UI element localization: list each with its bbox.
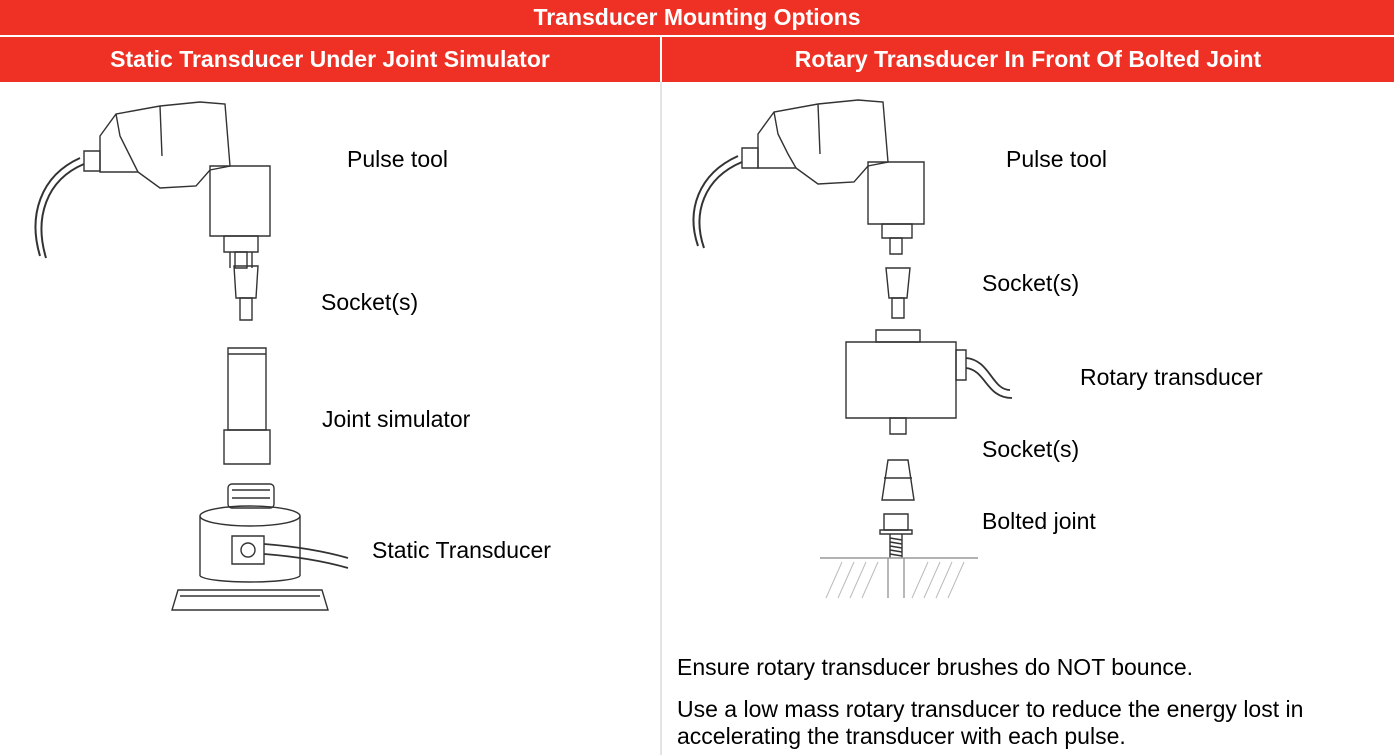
socket-illustration-bottom — [878, 458, 918, 504]
socket-illustration-top — [880, 264, 916, 322]
socket-illustration — [228, 262, 264, 324]
left-label-static-transducer: Static Transducer — [372, 537, 551, 563]
pulse-tool-illustration — [20, 96, 280, 271]
bolted-joint-illustration — [818, 512, 980, 600]
static-transducer-illustration — [170, 480, 350, 616]
right-note-low-mass: Use a low mass rotary transducer to redu… — [677, 696, 1304, 749]
left-label-pulse-tool: Pulse tool — [347, 146, 449, 172]
right-column-heading: Rotary Transducer In Front Of Bolted Joi… — [662, 37, 1394, 82]
rotary-transducer-illustration — [840, 328, 1060, 446]
right-label-sockets-bottom: Socket(s) — [982, 436, 1080, 462]
right-label-pulse-tool: Pulse tool — [1006, 146, 1108, 172]
left-label-sockets: Socket(s) — [321, 289, 419, 315]
right-note-brushes: Ensure rotary transducer brushes do NOT … — [677, 654, 1194, 680]
pulse-tool-illustration-right — [678, 96, 938, 261]
right-label-sockets-top: Socket(s) — [982, 270, 1080, 296]
joint-simulator-illustration — [222, 346, 272, 466]
table-title: Transducer Mounting Options — [0, 0, 1394, 35]
right-label-rotary-transducer: Rotary transducer — [1080, 364, 1263, 390]
left-label-joint-simulator: Joint simulator — [322, 406, 471, 432]
right-label-bolted-joint: Bolted joint — [982, 508, 1096, 534]
left-column-heading: Static Transducer Under Joint Simulator — [0, 37, 660, 82]
column-divider — [660, 82, 662, 755]
